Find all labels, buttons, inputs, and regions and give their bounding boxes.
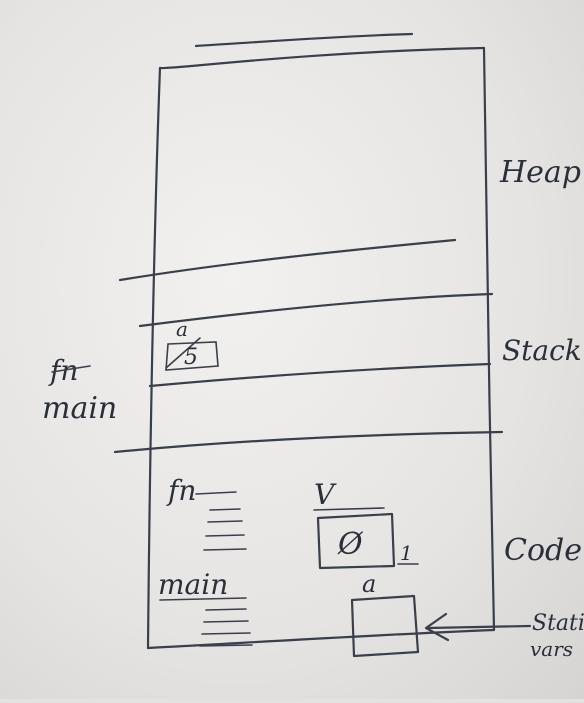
stack-main-label: main bbox=[42, 391, 117, 426]
code-main-lines bbox=[199, 608, 253, 647]
static-arrow bbox=[424, 612, 532, 642]
code-fn-lines bbox=[203, 508, 247, 551]
stack-frame: a 5 bbox=[165, 317, 219, 371]
static-var-v: V Ø 1 bbox=[313, 478, 419, 570]
a-label: a bbox=[362, 570, 376, 598]
stack-fn-underline bbox=[51, 365, 91, 373]
static-label-2: vars bbox=[530, 637, 573, 661]
code-main-underline bbox=[159, 597, 247, 601]
code-fn-label: fn bbox=[166, 474, 196, 507]
code-fn-underline bbox=[195, 491, 237, 495]
static-var-a: a bbox=[350, 570, 420, 658]
section-dividers bbox=[113, 238, 504, 454]
frame-value: 5 bbox=[184, 345, 198, 370]
heap-label: Heap bbox=[499, 155, 581, 190]
frame-var-label: a bbox=[176, 317, 188, 341]
code-label: Code bbox=[504, 533, 582, 568]
static-label: Static bbox=[532, 611, 584, 636]
memory-box bbox=[146, 32, 496, 650]
v-value: Ø bbox=[337, 527, 364, 562]
stack-label: Stack bbox=[502, 334, 582, 367]
v-label: V bbox=[314, 478, 337, 511]
v-count: 1 bbox=[400, 541, 413, 565]
code-main-label: main bbox=[158, 568, 228, 601]
